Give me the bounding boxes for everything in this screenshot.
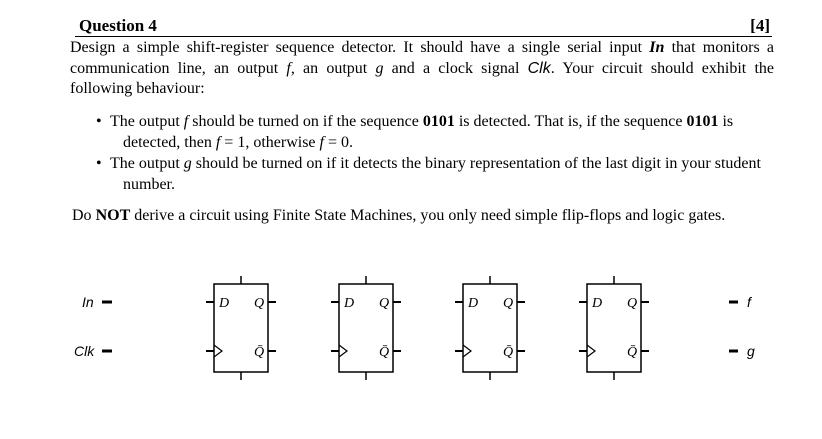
input-name-in: In (649, 39, 665, 56)
clock-name: Clk (527, 59, 551, 77)
output-name-f: f (183, 113, 189, 130)
bullet-text: = 1, otherwise (220, 134, 320, 151)
input-label-clk: Clk (74, 343, 95, 359)
intro-text: Design a simple shift-register sequence … (70, 39, 650, 56)
d-flipflop-3: D Q Q̄ (455, 276, 525, 380)
question-header: Question 4 [4] (75, 14, 772, 37)
ff-q-label: Q (254, 296, 264, 311)
ff-qbar-label: Q̄ (379, 345, 389, 360)
ff-q-label: Q (379, 296, 389, 311)
bullet-text: is detected. That is, if the sequence (454, 113, 687, 130)
bullet-icon: • (96, 113, 102, 130)
intro-text: , an output (290, 59, 376, 77)
ff-d-label: D (467, 296, 478, 311)
ff-qbar-label: Q̄ (503, 345, 513, 360)
ff-qbar-label: Q̄ (627, 345, 637, 360)
bullet-text: detected, then (123, 134, 216, 151)
intro-text: and a clock signal (383, 59, 528, 77)
ff-qbar-label: Q̄ (254, 345, 264, 360)
bullet-text: The output (110, 113, 184, 130)
bullet-continuation: detected, then f = 1, otherwise f = 0. (110, 132, 776, 153)
intro-line-2: communication line, an output f, an outp… (70, 59, 774, 80)
sequence-value: 0101 (422, 113, 455, 130)
intro-text: . Your circuit should exhibit the (550, 59, 774, 77)
list-item: • The output f should be turned on if th… (96, 111, 776, 153)
bullet-text: is (718, 113, 734, 130)
output-name-g: g (375, 59, 384, 77)
ff-q-label: Q (627, 296, 637, 311)
output-name-f: f (319, 134, 324, 151)
bullet-icon: • (96, 155, 102, 172)
ff-q-label: Q (503, 296, 513, 311)
input-label-in: In (82, 294, 94, 310)
intro-text: communication line, an output (70, 59, 287, 77)
ff-d-label: D (218, 296, 229, 311)
output-label-f: f (747, 294, 753, 310)
intro-line-3: following behaviour: (70, 80, 205, 97)
bullet-text: should be turned on if it detects the bi… (191, 155, 761, 172)
d-flipflop-1: D Q Q̄ (206, 276, 276, 380)
bullet-text: should be turned on if the sequence (188, 113, 423, 130)
output-name-g: g (183, 155, 192, 172)
intro-line-1: Design a simple shift-register sequence … (70, 38, 774, 59)
instruction-text: derive a circuit using Finite State Mach… (130, 207, 726, 224)
output-name-f: f (286, 59, 291, 77)
list-item: • The output g should be turned on if it… (96, 153, 776, 195)
d-flipflop-2: D Q Q̄ (331, 276, 401, 380)
instruction-text: Do (72, 207, 96, 224)
bullet-text: The output (110, 155, 184, 172)
instruction-emphasis: NOT (95, 207, 131, 224)
behaviour-list: • The output f should be turned on if th… (96, 111, 776, 195)
output-label-g: g (747, 343, 755, 359)
output-name-f: f (215, 134, 221, 151)
sequence-value: 0101 (686, 113, 719, 130)
question-intro: Design a simple shift-register sequence … (70, 38, 774, 100)
question-marks: [4] (750, 16, 770, 35)
question-title: Question 4 (79, 16, 157, 35)
ff-d-label: D (343, 296, 354, 311)
bullet-continuation: number. (123, 176, 175, 193)
ff-d-label: D (591, 296, 602, 311)
d-flipflop-4: D Q Q̄ (579, 276, 649, 380)
intro-text: that monitors a (664, 39, 775, 56)
instruction-line: Do NOT derive a circuit using Finite Sta… (72, 207, 725, 225)
bullet-text: = 0. (323, 134, 354, 151)
